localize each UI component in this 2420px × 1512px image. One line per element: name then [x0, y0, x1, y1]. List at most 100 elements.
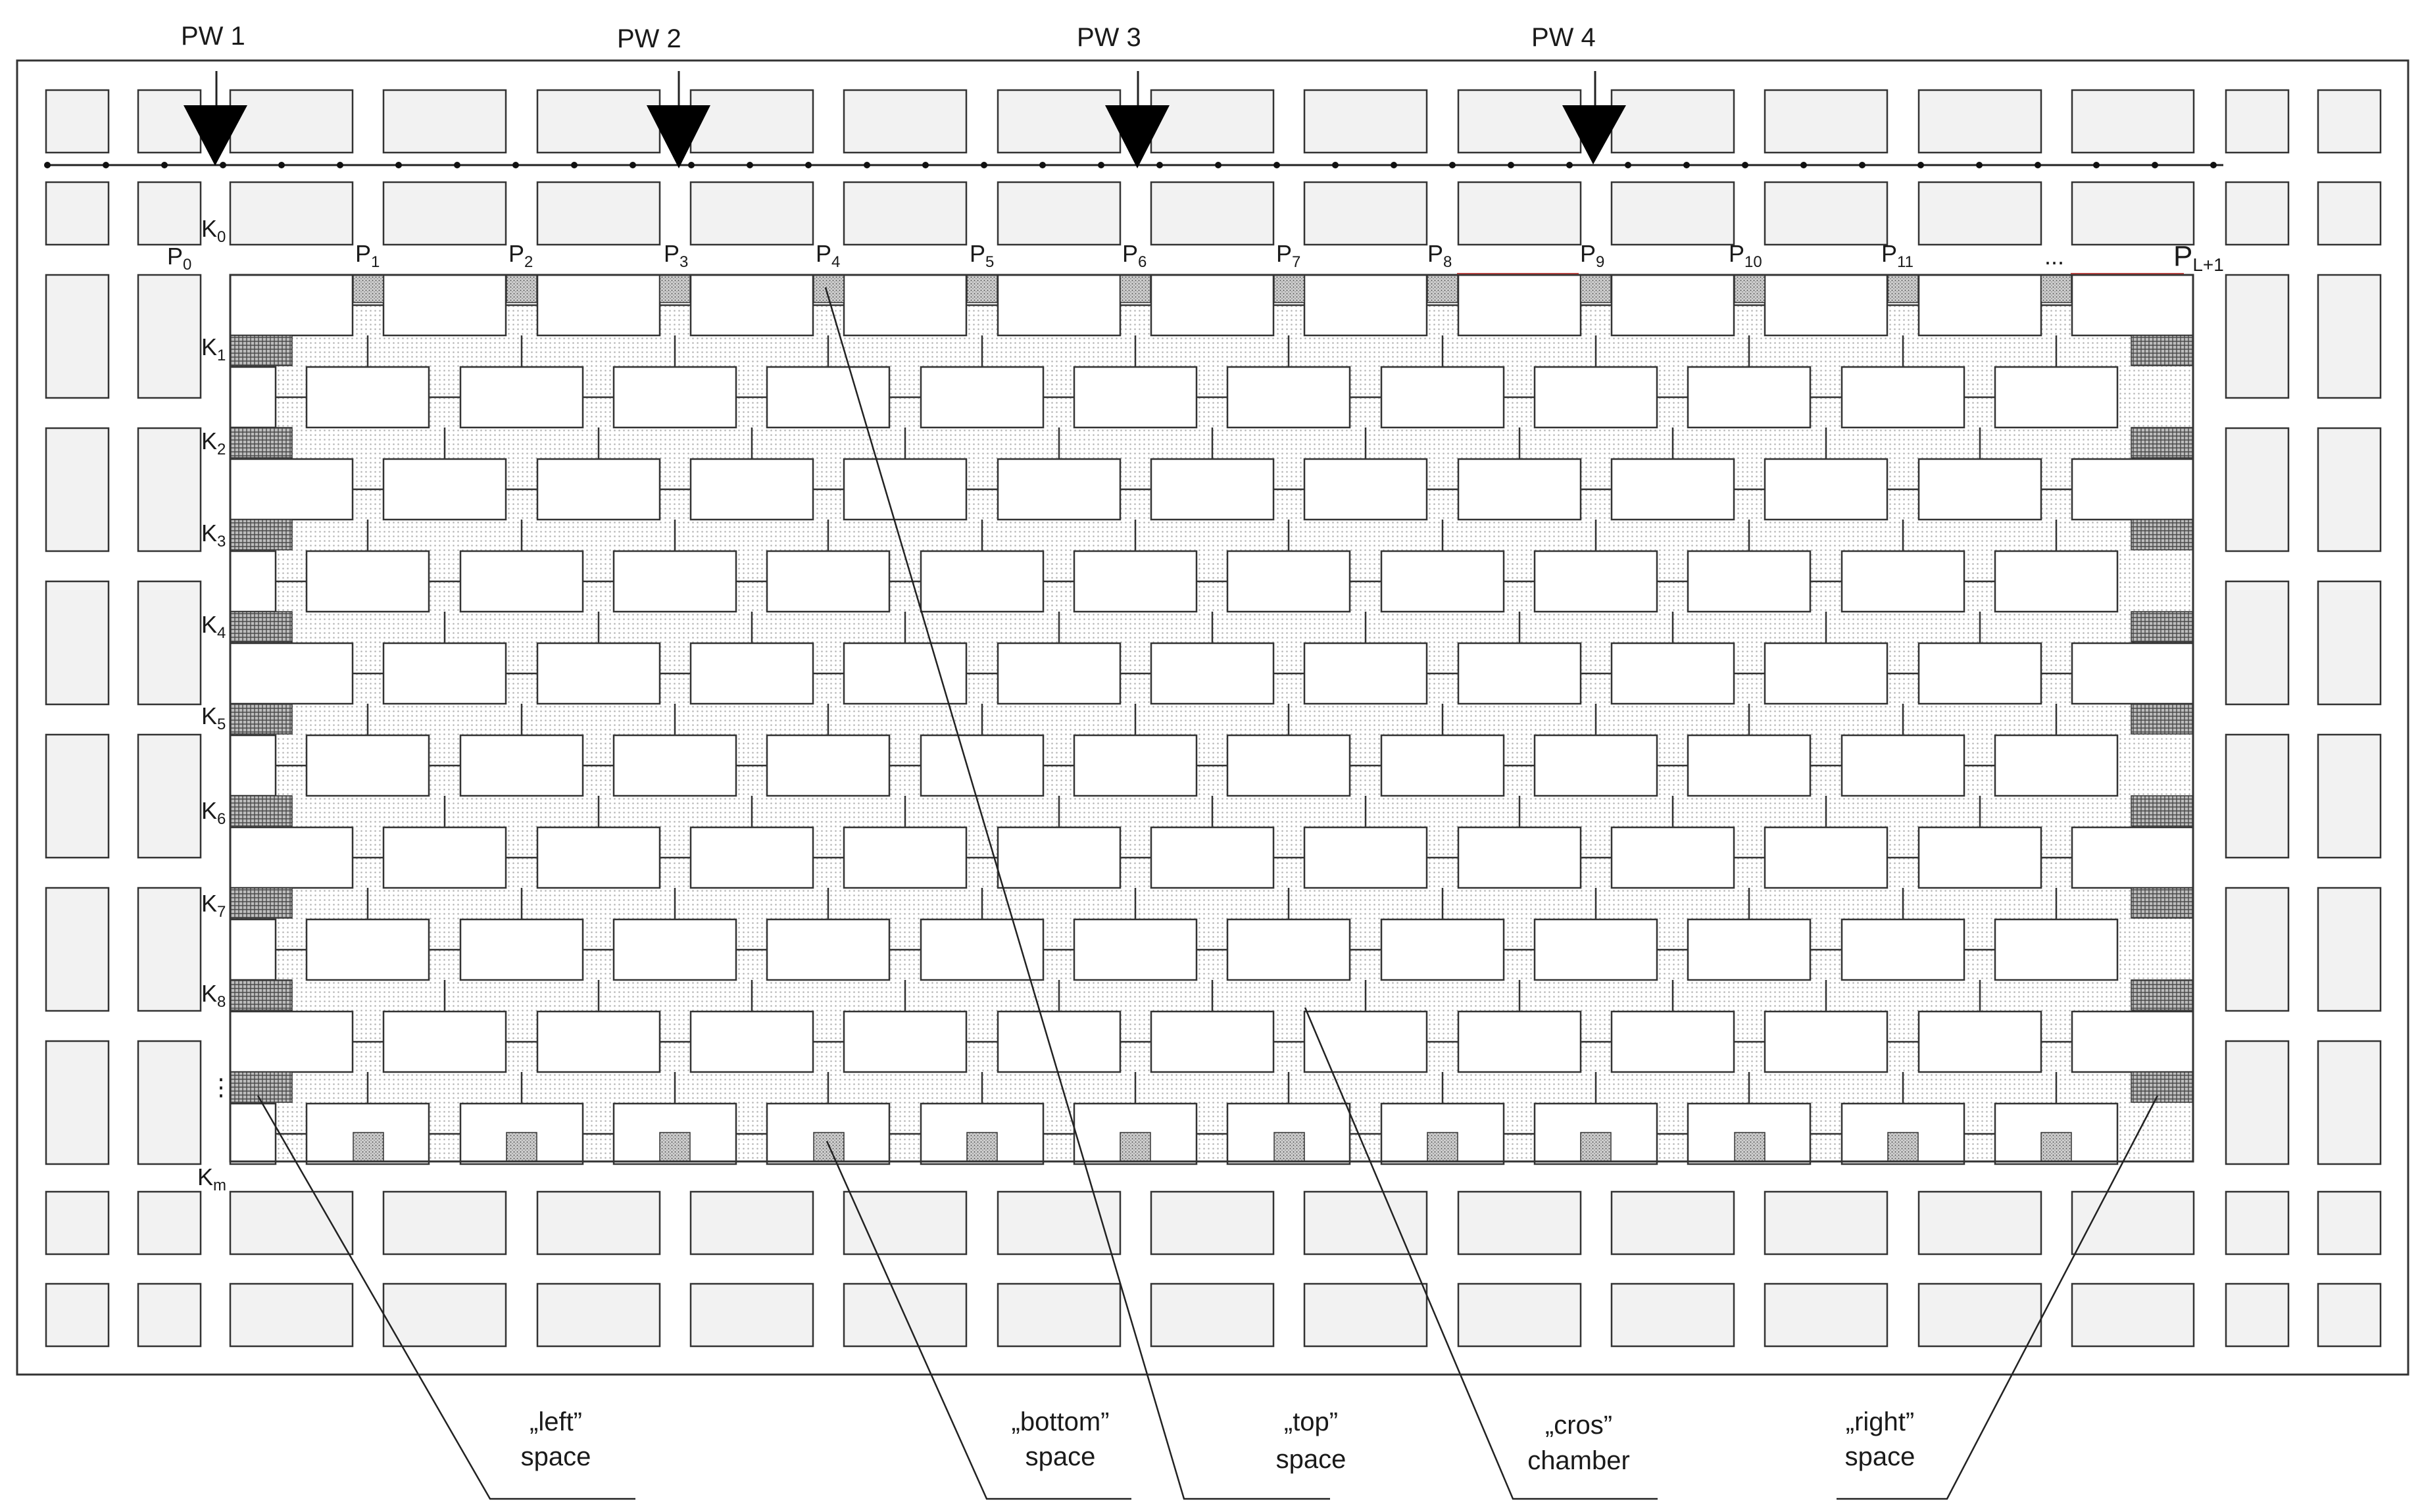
pillar: [1764, 1190, 1889, 1256]
gallery-dot: [981, 162, 987, 168]
left-space: [230, 519, 293, 550]
pillar: [45, 181, 110, 246]
panel-pillar: [1687, 366, 1812, 429]
gallery-dot: [278, 162, 285, 168]
row-label: K3: [201, 520, 226, 550]
gallery-dot: [1859, 162, 1865, 168]
panel-pillar: [1073, 918, 1198, 981]
well-label: PW 1: [181, 22, 245, 51]
pillar: [45, 274, 110, 399]
gallery-dot: [44, 162, 51, 168]
pillar: [2225, 1190, 2290, 1256]
bottom-space: [1273, 1132, 1305, 1162]
pillar: [536, 1282, 661, 1348]
column-label: ...: [2044, 243, 2064, 270]
left-space: [230, 979, 293, 1011]
top-space: [1273, 274, 1305, 303]
pillar: [2317, 89, 2382, 154]
top-space: [659, 274, 691, 303]
column-label: P3: [664, 240, 688, 271]
gallery-dot: [103, 162, 109, 168]
callout-cros-line2: chamber: [1527, 1446, 1630, 1475]
pillar: [2317, 181, 2382, 246]
pillar: [2225, 181, 2290, 246]
gallery-dot: [747, 162, 753, 168]
panel-pillar: [1150, 274, 1275, 337]
well-label: PW 4: [1531, 23, 1596, 52]
column-label: P10: [1729, 240, 1762, 271]
pillar: [137, 1040, 202, 1165]
pillar: [382, 181, 507, 246]
panel-pillar: [1380, 550, 1505, 613]
pillar: [2225, 580, 2290, 706]
pillar: [536, 1190, 661, 1256]
panel-pillar: [2071, 274, 2194, 337]
pillar: [229, 181, 354, 246]
bottom-space: [1580, 1132, 1612, 1162]
panel-pillar: [1610, 1010, 1735, 1073]
panel-pillar: [1840, 918, 1965, 981]
gallery-dot: [2093, 162, 2100, 168]
column-label: P7: [1276, 240, 1300, 271]
panel-pillar: [1457, 458, 1582, 521]
pillar: [137, 89, 202, 154]
pillar: [2225, 733, 2290, 859]
gallery-dot: [1391, 162, 1397, 168]
panel-pillar: [536, 642, 661, 705]
gallery-dot: [571, 162, 578, 168]
column-label: P6: [1122, 240, 1147, 271]
panel-pillar: [1917, 1010, 2042, 1073]
panel-pillar: [1764, 642, 1889, 705]
right-space: [2131, 1071, 2194, 1103]
pillar: [137, 274, 202, 399]
pillar: [1150, 1190, 1275, 1256]
panel-pillar: [920, 550, 1045, 613]
panel-pillar: [612, 734, 737, 797]
pillar: [45, 1190, 110, 1256]
pillar: [2317, 1040, 2382, 1165]
panel-pillar: [382, 458, 507, 521]
gallery-dot: [512, 162, 519, 168]
right-space: [2131, 611, 2194, 643]
row-label: K7: [201, 890, 226, 921]
top-space: [1887, 274, 1919, 303]
panel-pillar: [382, 274, 507, 337]
panel-pillar: [305, 734, 430, 797]
pillar: [137, 1282, 202, 1348]
panel-pillar: [843, 274, 968, 337]
panel-pillar: [1303, 458, 1428, 521]
callout-leader: [824, 287, 1330, 1500]
gallery-dot: [630, 162, 636, 168]
panel-pillar: [1764, 458, 1889, 521]
pillar: [2071, 89, 2195, 154]
panel-pillar: [229, 1010, 354, 1073]
panel-pillar: [843, 458, 968, 521]
pillar: [689, 181, 814, 246]
panel-pillar: [1303, 1010, 1428, 1073]
panel-pillar: [997, 458, 1122, 521]
gallery-dot: [1215, 162, 1222, 168]
panel-pillar: [229, 1102, 277, 1165]
panel-pillar: [843, 1010, 968, 1073]
pillar: [1610, 181, 1735, 246]
panel-pillar: [1380, 366, 1505, 429]
pillar: [2317, 1190, 2382, 1256]
callout-bottom-line2: space: [1025, 1442, 1096, 1471]
column-labels: P0 P1 P2 P3 P4 P5 P6 P7 P8 P9 P10 P11 ..…: [167, 240, 2224, 275]
panel-pillar: [1226, 550, 1351, 613]
panel-pillar: [1764, 274, 1889, 337]
gallery-dot: [1566, 162, 1573, 168]
column-label: P4: [816, 240, 840, 271]
panel-pillar: [1764, 826, 1889, 889]
bottom-space: [1120, 1132, 1151, 1162]
pillar: [1917, 1282, 2042, 1348]
pillar: [1764, 181, 1889, 246]
panel-pillar: [229, 734, 277, 797]
gallery-dot: [454, 162, 460, 168]
pillar: [1610, 1282, 1735, 1348]
top-space: [966, 274, 998, 303]
gallery-dot: [1332, 162, 1339, 168]
panel-pillar: [1994, 918, 2119, 981]
well-label: PW 2: [617, 24, 681, 53]
gallery-dot: [688, 162, 695, 168]
